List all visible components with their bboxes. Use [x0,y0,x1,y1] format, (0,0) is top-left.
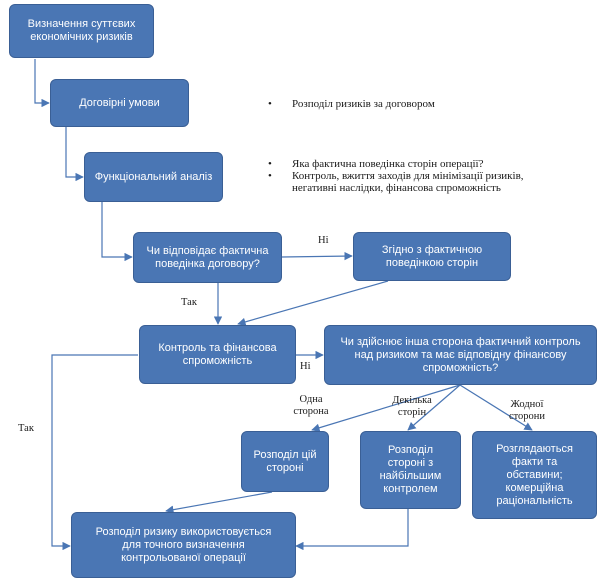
label-one-party: Одна сторона [293,394,329,417]
label-no-2: Ні [300,361,311,372]
node-matches-contract-text: Чи відповідає фактична поведінка договор… [146,244,269,270]
edge-otherparty-to-this [311,384,461,432]
note-item: Контроль, вжиття заходів для мінімізації… [268,170,568,194]
node-allocate-this-party: Розподіл цій стороні [241,431,329,492]
edge-control-to-final [51,354,138,551]
edge-risks-to-contract [34,59,50,108]
node-functional-analysis-text: Функціональний аналіз [94,170,213,183]
node-consider-facts-text: Розглядаються факти та обставини; комерц… [496,442,573,507]
node-consider-facts: Розглядаються факти та обставини; комерц… [472,431,597,519]
label-several-parties: Декілька сторін [392,395,432,418]
edge-this-to-final [165,491,273,514]
label-no-1: Ні [318,235,329,246]
edge-question-to-actual [281,251,353,261]
node-contract-terms-text: Договірні умови [79,96,160,109]
label-no-party: Жодної сторони [508,399,546,422]
node-allocate-this-party-text: Розподіл цій стороні [253,448,317,474]
node-final-allocation: Розподіл ризику використовується для точ… [71,512,296,578]
node-per-actual-conduct-text: Згідно з фактичною поведінкою сторін [381,243,483,269]
edge-most-to-final [295,509,409,551]
edge-actual-to-control [237,280,389,326]
node-control-financial-text: Контроль та фінансова спроможність [158,341,277,367]
edge-otherparty-to-consider [459,384,533,431]
node-allocate-most-control: Розподіл стороні з найбільшим контролем [360,431,461,509]
edge-otherparty-to-most [407,384,461,431]
note-item: Розподіл ризиків за договором [268,98,558,110]
node-other-party-question: Чи здійснює інша сторона фактичний контр… [324,325,597,385]
edge-functional-to-question [101,202,133,262]
functional-analysis-notes: Яка фактична поведінка сторін операції? … [268,158,568,194]
node-other-party-question-text: Чи здійснює інша сторона фактичний контр… [340,335,581,374]
contract-terms-notes: Розподіл ризиків за договором [268,98,558,110]
node-essential-risks: Визначення суттєвих економічних ризиків [9,4,154,58]
node-matches-contract: Чи відповідає фактична поведінка договор… [133,232,282,283]
node-essential-risks-text: Визначення суттєвих економічних ризиків [27,18,136,43]
label-yes-1: Так [181,297,197,308]
node-control-financial: Контроль та фінансова спроможність [139,325,296,384]
node-per-actual-conduct: Згідно з фактичною поведінкою сторін [353,232,511,281]
note-item: Яка фактична поведінка сторін операції? [268,158,568,170]
node-allocate-most-control-text: Розподіл стороні з найбільшим контролем [379,444,442,495]
node-final-allocation-text: Розподіл ризику використовується для точ… [95,525,272,564]
node-contract-terms: Договірні умови [50,79,189,127]
edge-contract-to-functional [65,127,84,182]
node-functional-analysis: Функціональний аналіз [84,152,223,202]
label-yes-2: Так [18,423,34,434]
